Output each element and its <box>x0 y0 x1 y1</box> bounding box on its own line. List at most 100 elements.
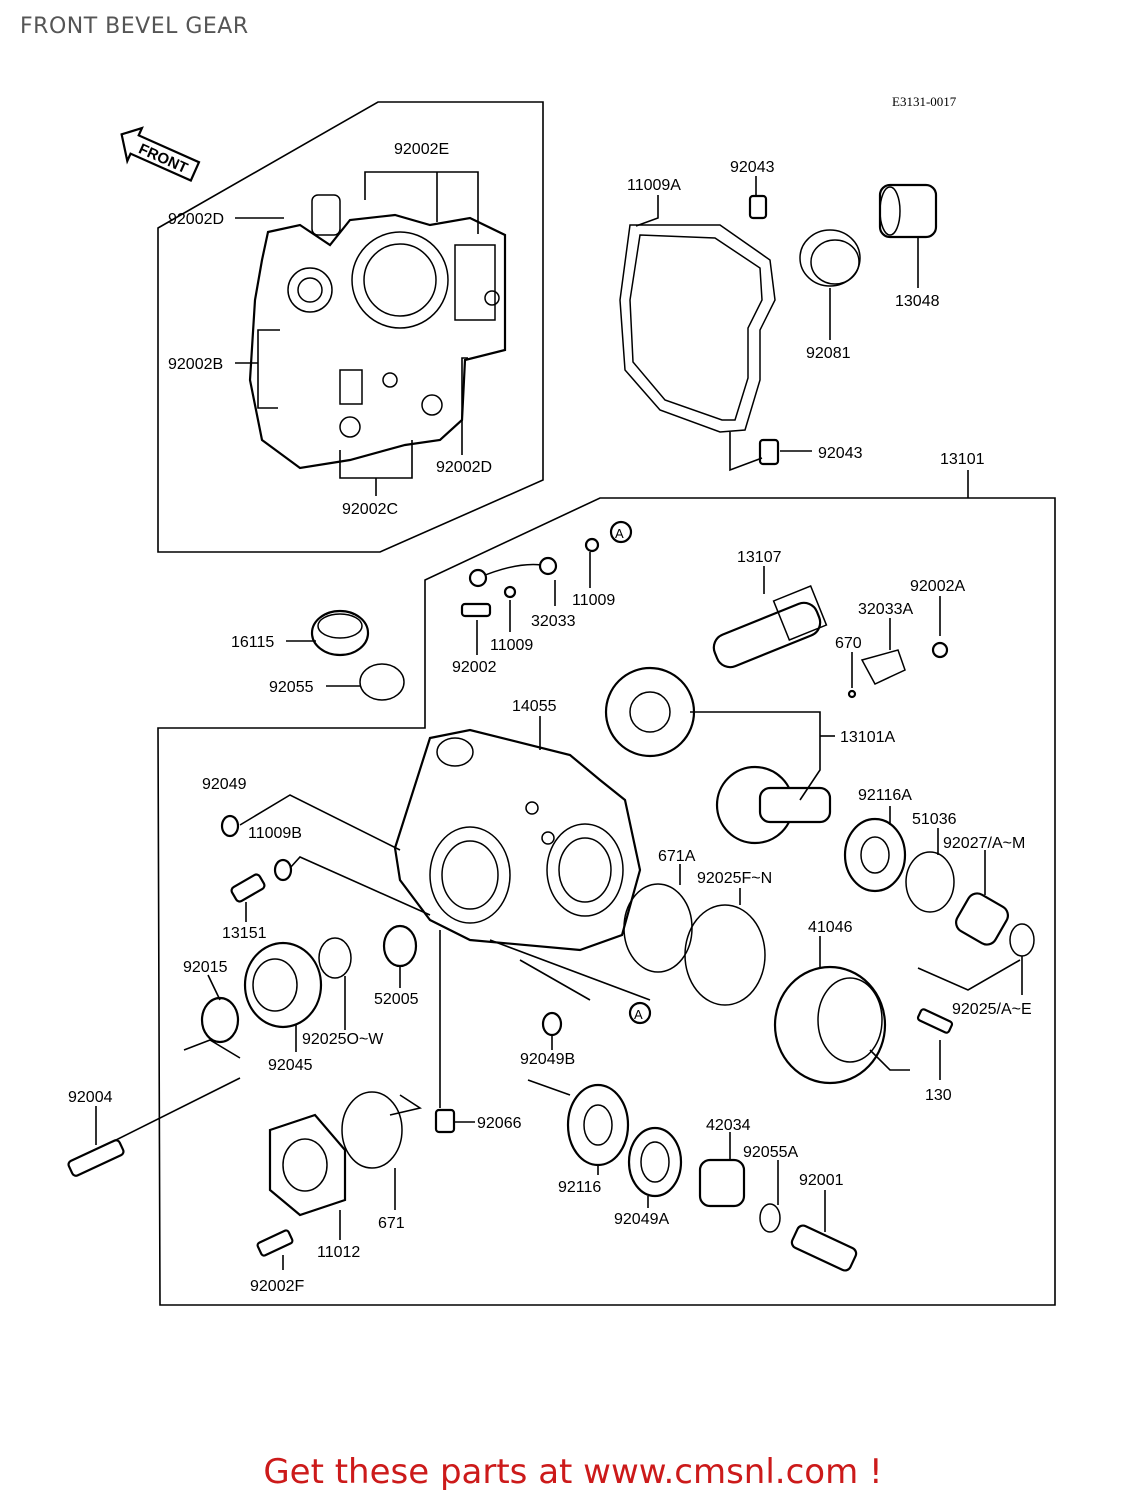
front-arrow: FRONT <box>120 126 201 182</box>
label-42034: 42034 <box>706 1117 751 1134</box>
label-92066: 92066 <box>477 1115 522 1132</box>
spring-92081-part <box>799 229 861 287</box>
label-92116: 92116 <box>558 1179 601 1196</box>
bolt-92002f-part <box>256 1229 294 1257</box>
leader-lines <box>95 171 1023 1270</box>
dowel-pin-92043-bot <box>758 438 780 466</box>
o-ring-92055-part <box>359 663 405 701</box>
nut-42034-part <box>698 1158 746 1208</box>
ref-a-bot: A <box>634 1007 643 1022</box>
label-92025f-n: 92025F~N <box>697 870 772 887</box>
label-92001: 92001 <box>799 1172 844 1189</box>
label-92002b: 92002B <box>168 356 223 373</box>
label-92002: 92002 <box>452 659 497 676</box>
collar-92027-part <box>955 892 1009 946</box>
stud-92004-part <box>67 1139 125 1177</box>
bearing-92116-part <box>566 1083 630 1167</box>
washer-92049-part <box>220 814 240 838</box>
label-671a: 671A <box>658 848 696 865</box>
label-130: 130 <box>925 1087 952 1104</box>
label-51036: 51036 <box>912 811 957 828</box>
ref-a-top-circle <box>609 520 633 544</box>
housing-41046-part <box>773 965 887 1085</box>
o-ring-671-part <box>341 1091 403 1169</box>
label-32033a: 32033A <box>858 601 913 618</box>
label-92002d-top: 92002D <box>168 211 224 228</box>
oil-seal-51036-part <box>905 851 955 913</box>
label-92027: 92027/A~M <box>943 835 1025 852</box>
label-92055: 92055 <box>269 679 314 696</box>
label-671: 671 <box>378 1215 405 1232</box>
label-52005: 52005 <box>374 991 419 1008</box>
ref-a-bot-circle <box>628 1001 652 1025</box>
label-670: 670 <box>835 635 862 652</box>
label-11009b: 11009B <box>248 825 302 842</box>
cap-92015-part <box>200 996 240 1044</box>
bracket-32033a-part <box>847 641 949 699</box>
gear-case-assembly-frame <box>157 497 1056 1306</box>
bolt-92001-part <box>790 1224 858 1272</box>
label-13151: 13151 <box>222 925 267 942</box>
label-92004: 92004 <box>68 1089 113 1106</box>
filler-cap-16115-part <box>310 609 370 657</box>
label-92049a: 92049A <box>614 1211 669 1228</box>
bearing-92116a-part <box>843 817 907 893</box>
label-11009-b: 11009 <box>490 637 533 654</box>
label-92081: 92081 <box>806 345 851 362</box>
label-92002d-bot: 92002D <box>436 459 492 476</box>
o-ring-671a-part <box>623 883 693 973</box>
shim-92025o-w-part <box>318 937 352 979</box>
label-92049: 92049 <box>202 776 247 793</box>
label-92116a: 92116A <box>858 787 912 804</box>
label-92025a-e: 92025/A~E <box>952 1001 1032 1018</box>
switch-13151-part <box>230 873 266 903</box>
shim-92025a-e-part <box>1009 923 1035 957</box>
label-92002c: 92002C <box>342 501 398 518</box>
o-ring-92055a-part <box>759 1203 781 1233</box>
label-92049b: 92049B <box>520 1051 575 1068</box>
label-14055: 14055 <box>512 698 557 715</box>
coupling-13048-part <box>878 183 938 239</box>
label-11012: 11012 <box>317 1244 360 1261</box>
label-16115: 16115 <box>231 634 274 651</box>
drawing-code: E3131-0017 <box>892 94 957 109</box>
label-92045: 92045 <box>268 1057 313 1074</box>
label-13107: 13107 <box>737 549 782 566</box>
label-92002e: 92002E <box>394 141 449 158</box>
label-32033: 32033 <box>531 613 576 630</box>
page-title: FRONT BEVEL GEAR <box>20 14 249 39</box>
label-11009a: 11009A <box>627 177 681 194</box>
label-92043-bot: 92043 <box>818 445 863 462</box>
part-labels: 92002E 92002D 92002B 92002D 92002C 11009… <box>68 141 1032 1295</box>
oil-seal-52005-part <box>382 924 418 968</box>
washer-11009b-part <box>273 858 293 882</box>
exploded-parts-diagram: FRONT E3131-0017 A <box>67 94 1056 1306</box>
label-13048: 13048 <box>895 293 940 310</box>
bevel-gear-13101a-part <box>604 666 832 845</box>
label-92015: 92015 <box>183 959 228 976</box>
oil-pipe-part <box>460 537 600 618</box>
promo-link[interactable]: Get these parts at www.cmsnl.com ! <box>263 1452 883 1492</box>
label-13101: 13101 <box>940 451 985 468</box>
crankcase-frame <box>157 101 544 553</box>
label-92002f: 92002F <box>250 1278 304 1295</box>
shim-92025f-n-part <box>684 904 766 1006</box>
oil-seal-92049a-part <box>627 1126 683 1198</box>
cover-11012-part <box>268 1113 347 1217</box>
dowel-pin-92043-top <box>748 194 768 220</box>
shaft-13107-part <box>712 585 828 669</box>
washer-92049b-part <box>541 1011 563 1037</box>
gear-case-14055-part <box>393 728 642 952</box>
label-92025o-w: 92025O~W <box>302 1031 384 1048</box>
gasket-11009a-part <box>619 224 776 433</box>
label-92002a: 92002A <box>910 578 965 595</box>
label-92055a: 92055A <box>743 1144 798 1161</box>
ref-a-top: A <box>615 526 624 541</box>
bolt-130-part <box>916 1008 954 1034</box>
bearing-92045-part <box>243 941 323 1029</box>
label-13101a: 13101A <box>840 729 895 746</box>
label-11009-a: 11009 <box>572 592 615 609</box>
label-92043-top: 92043 <box>730 159 775 176</box>
crankcase-half-part <box>248 194 507 470</box>
dowel-92066-part <box>434 1108 456 1134</box>
